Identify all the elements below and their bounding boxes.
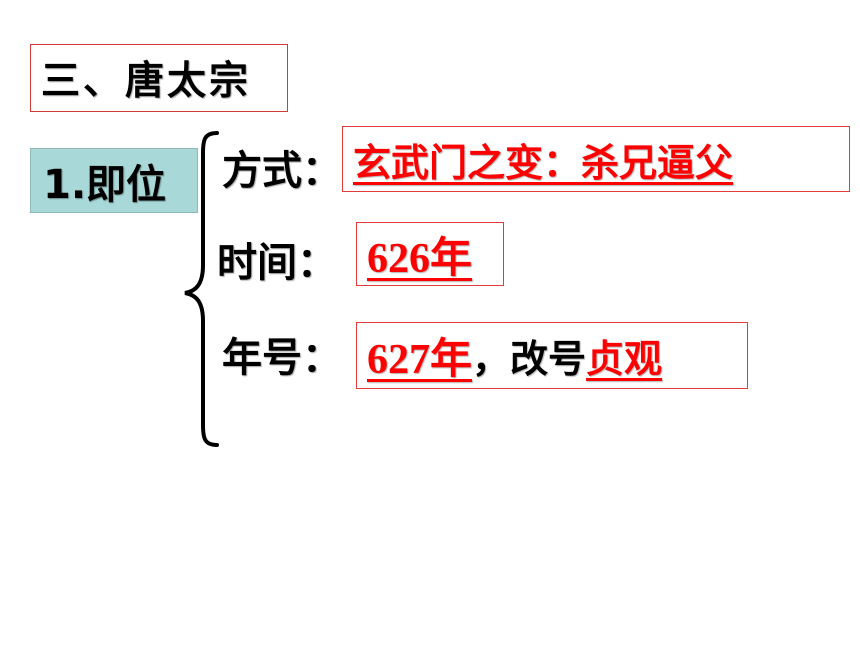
answer-time-text: 626年 <box>367 235 473 282</box>
answer-method-text: 玄武门之变：杀兄逼父 <box>353 140 734 185</box>
answer-era-name: 贞观 <box>586 337 663 381</box>
section-heading: 1.即位 <box>30 148 198 213</box>
answer-box-era: 627年 ，改号 贞观 <box>356 322 748 389</box>
section-heading-text: 1.即位 <box>43 161 167 208</box>
answer-box-time: 626年 <box>356 222 504 286</box>
slide-title-text: 三、唐太宗 <box>41 59 252 104</box>
row-label-era: 年号： <box>222 335 342 381</box>
answer-era-year: 627年 <box>367 337 473 383</box>
answer-box-method: 玄武门之变：杀兄逼父 <box>342 126 850 192</box>
row-label-time: 时间： <box>217 240 337 286</box>
curly-brace-icon <box>184 131 219 447</box>
answer-era-connector: ，改号 <box>472 337 587 381</box>
slide-title: 三、唐太宗 <box>30 44 288 112</box>
row-label-method: 方式： <box>222 148 342 194</box>
